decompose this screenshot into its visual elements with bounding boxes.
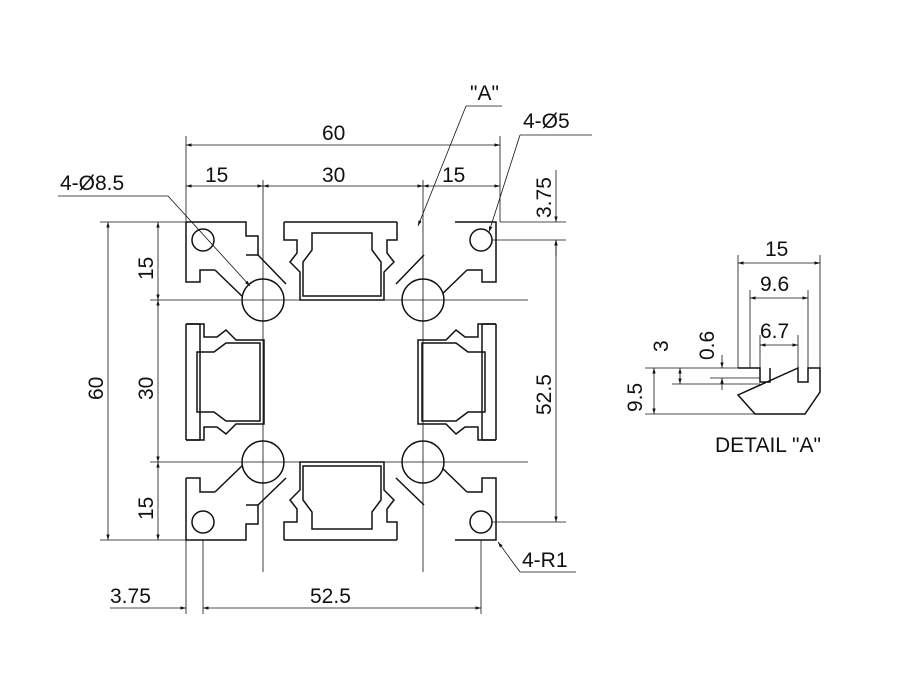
callout-corner-radius: 4-R1 — [522, 549, 568, 572]
dim-overall-width: 60 — [322, 122, 345, 145]
detail-title: DETAIL "A" — [715, 434, 821, 457]
detail-dim-lip: 0.6 — [696, 331, 719, 360]
corner-hole-callout: 4-Ø5 — [488, 110, 592, 233]
dim-seg-bottom: 15 — [135, 497, 158, 520]
top-edge-offset-dim: 3.75 — [492, 170, 566, 256]
corner-radius-callout: 4-R1 — [497, 541, 576, 573]
dim-hole-spacing-vertical: 52.5 — [533, 374, 556, 415]
detail-dim-depth-95: 9.5 — [624, 383, 647, 412]
centre-lines — [150, 180, 528, 614]
detail-dim-opening-outer: 9.6 — [760, 273, 789, 296]
center-hole-callout: 4-Ø8.5 — [58, 172, 251, 287]
bottom-dimensions: 3.75 52.5 — [110, 540, 481, 614]
detail-a-view: 15 9.6 6.7 3 0.6 9.5 DETAIL "A" — [624, 238, 821, 457]
right-dimensions: 52.5 — [492, 240, 566, 523]
dim-hole-spacing-horizontal: 52.5 — [310, 585, 351, 608]
detail-dim-depth-3: 3 — [650, 340, 673, 352]
detail-callout: "A" — [417, 82, 502, 227]
dim-seg-left: 15 — [205, 164, 228, 187]
dim-seg-top: 15 — [135, 257, 158, 280]
dim-seg-center: 30 — [135, 377, 158, 400]
detail-dim-opening-inner: 6.7 — [760, 320, 789, 343]
callout-corner-hole: 4-Ø5 — [523, 110, 570, 133]
dim-left-edge-offset: 3.75 — [110, 585, 151, 608]
top-dimensions: 60 15 30 15 — [185, 122, 501, 222]
dim-overall-height: 60 — [85, 377, 108, 400]
callout-center-hole: 4-Ø8.5 — [60, 172, 124, 195]
dim-seg-right: 15 — [442, 164, 465, 187]
callout-a: "A" — [470, 82, 499, 105]
profile-outline — [185, 221, 497, 541]
dim-top-edge-offset: 3.75 — [533, 177, 556, 218]
detail-dim-width: 15 — [765, 238, 788, 261]
left-dimensions: 60 15 30 15 — [85, 221, 186, 541]
dim-seg-mid: 30 — [322, 164, 345, 187]
